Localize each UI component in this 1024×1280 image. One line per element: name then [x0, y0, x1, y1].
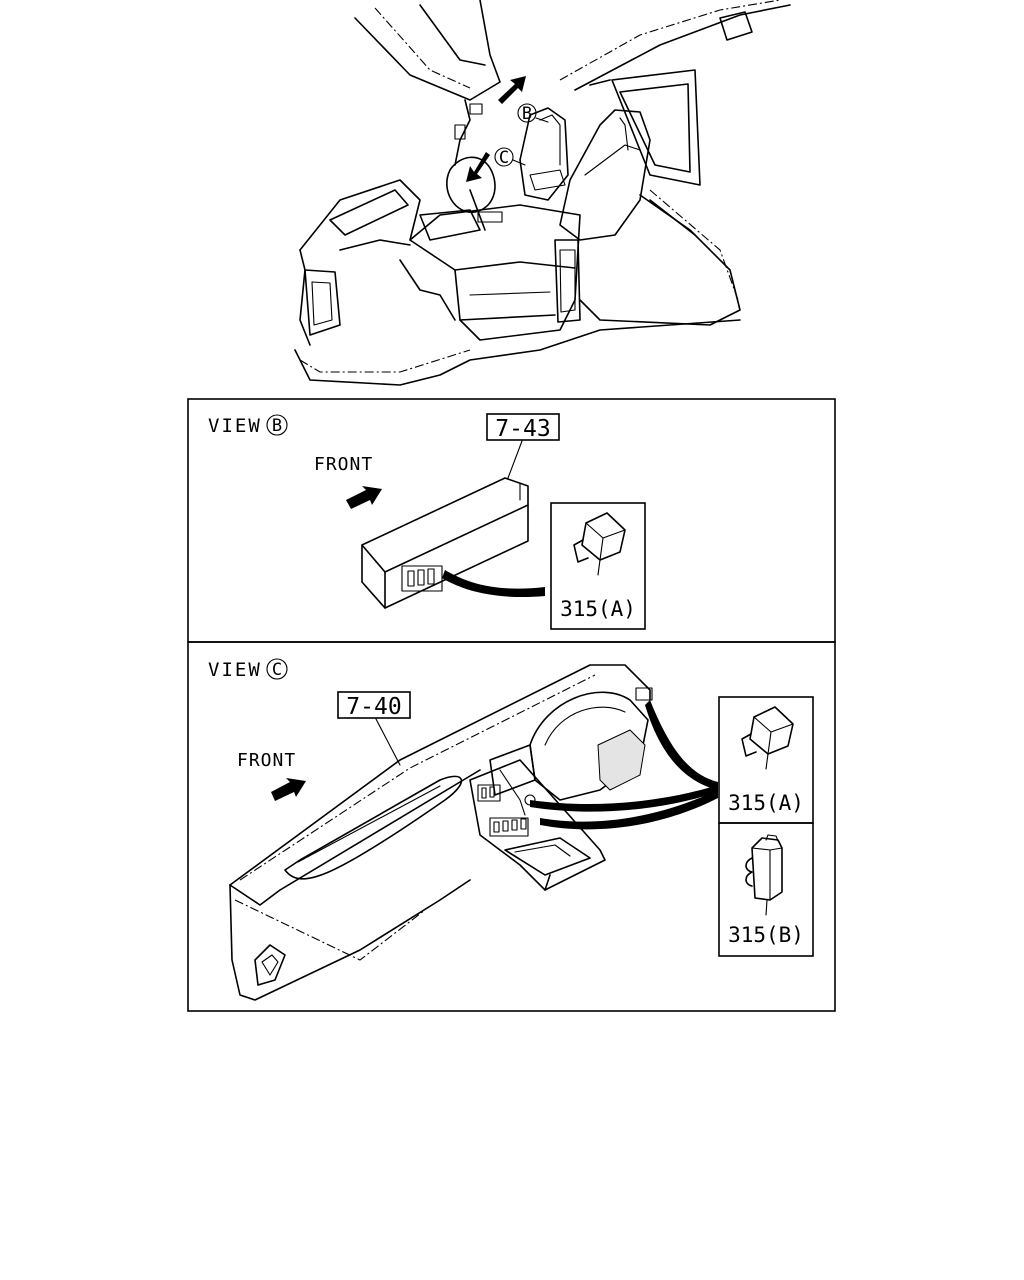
view-b-connector-a-icon [573, 512, 626, 576]
cab-interior-illustration: B C [294, 0, 791, 386]
view-c-socket-left [477, 784, 501, 802]
view-b-part-box [550, 502, 646, 630]
view-c-front-arrow-icon [271, 778, 306, 801]
view-b-panel: VIEW B FRONT 7-43 315(A) [187, 398, 836, 643]
view-c-harness-middle [530, 785, 718, 812]
view-b-harness [442, 570, 545, 598]
view-c-connector-a-icon [741, 706, 794, 770]
callout-c-circle [494, 147, 514, 167]
view-c-ref-label: 7-40 [346, 694, 401, 720]
view-b-letter: B [272, 416, 282, 436]
view-c-connector-b-icon [745, 834, 783, 916]
callout-b-letter: B [522, 104, 532, 124]
callout-b-circle [517, 103, 537, 123]
view-b-unit [361, 477, 529, 609]
view-c-panel: VIEW C FRONT 7-40 [187, 641, 836, 1012]
view-c-front-label: FRONT [237, 750, 296, 771]
view-c-ref-box [337, 691, 411, 719]
view-c-part-b-label: 315(B) [728, 923, 804, 947]
callout-c-letter: C [499, 148, 509, 168]
view-c-letter-circle [266, 658, 288, 680]
view-c-frame [187, 641, 836, 1012]
callout-b-arrow [498, 76, 526, 104]
view-c-label: VIEW [208, 659, 262, 681]
view-c-part-a-label: 315(A) [728, 791, 804, 815]
view-c-letter: C [272, 660, 282, 680]
view-b-front-label: FRONT [314, 454, 373, 475]
view-c-dashboard [229, 664, 653, 1001]
view-b-part-label: 315(A) [560, 597, 636, 621]
view-b-ref-label: 7-43 [495, 416, 550, 442]
view-b-front-arrow-icon [346, 486, 382, 509]
view-c-harness-upper [645, 700, 718, 790]
callout-c-arrow [466, 152, 490, 182]
view-b-label: VIEW [208, 415, 262, 437]
view-b-letter-circle [266, 414, 288, 436]
view-b-connector-socket [401, 565, 443, 592]
view-c-socket-upper [635, 687, 653, 701]
view-c-part-b-box [718, 822, 814, 957]
view-b-ref-box [486, 413, 560, 441]
view-c-socket-center [489, 817, 529, 837]
view-c-harness-lower [540, 790, 718, 830]
